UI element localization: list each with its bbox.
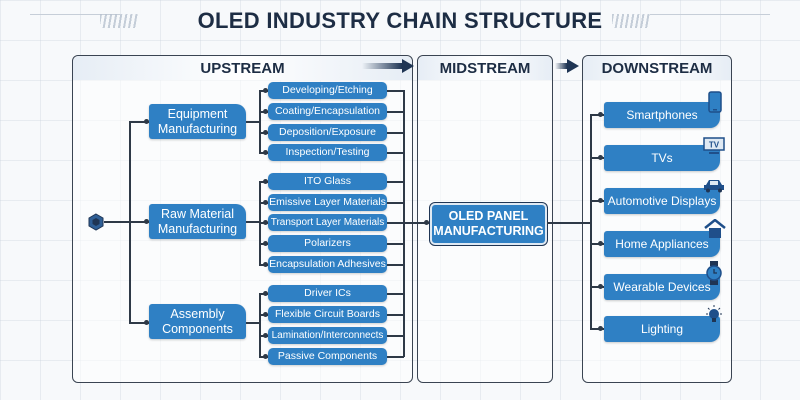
connector xyxy=(387,335,404,337)
connector xyxy=(387,202,404,204)
upstream-header: UPSTREAM xyxy=(73,56,412,80)
connector xyxy=(387,181,404,183)
title-rule-left xyxy=(30,14,120,15)
subitem-polarizers[interactable]: Polarizers xyxy=(268,235,387,252)
connector-dot xyxy=(598,112,603,117)
subitem-transport-layer-materials[interactable]: Transport Layer Materials xyxy=(268,214,387,231)
connector xyxy=(590,328,604,330)
connector xyxy=(387,90,404,92)
connector xyxy=(590,243,604,245)
connector xyxy=(246,221,260,223)
connector xyxy=(387,152,404,154)
connector xyxy=(129,322,149,324)
connector-dot xyxy=(424,220,429,225)
oled-panel-manufacturing-box[interactable]: OLED PANEL MANUFACTURING xyxy=(430,203,547,245)
arrow-head-icon xyxy=(567,59,579,73)
connector xyxy=(387,293,404,295)
title-decoration-left xyxy=(100,14,138,28)
downstream-tvs[interactable]: TVs xyxy=(604,145,720,171)
downstream-header: DOWNSTREAM xyxy=(583,56,731,80)
subitem-emissive-layer-materials[interactable]: Emissive Layer Materials xyxy=(268,194,387,211)
connector xyxy=(129,121,149,123)
subitem-developing-etching[interactable]: Developing/Etching xyxy=(268,82,387,99)
connector-to-downstream xyxy=(547,222,591,224)
connector-dot xyxy=(263,354,268,359)
arrow-head-icon xyxy=(402,59,414,73)
connector-dot xyxy=(144,320,149,325)
connector xyxy=(590,114,592,329)
connector xyxy=(387,314,404,316)
connector-dot xyxy=(598,198,603,203)
title-rule-right xyxy=(650,14,770,15)
svg-text:TV: TV xyxy=(709,141,720,150)
connector-dot xyxy=(144,219,149,224)
connector-dot xyxy=(263,179,268,184)
car-icon xyxy=(704,180,724,193)
connector-dot xyxy=(263,200,268,205)
downstream-smartphones[interactable]: Smartphones xyxy=(604,102,720,128)
subitem-driver-ics[interactable]: Driver ICs xyxy=(268,285,387,302)
connector xyxy=(590,157,604,159)
subitem-inspection-testing[interactable]: Inspection/Testing xyxy=(268,144,387,161)
connector-dot xyxy=(263,241,268,246)
category-assembly-components[interactable]: Assembly Components xyxy=(149,304,246,339)
connector-dot xyxy=(263,291,268,296)
connector xyxy=(259,293,261,356)
smartphone-icon xyxy=(708,91,722,113)
watch-icon xyxy=(706,261,722,285)
connector-dot xyxy=(263,109,268,114)
downstream-lighting[interactable]: Lighting xyxy=(604,316,720,342)
connector xyxy=(590,200,604,202)
category-raw-material-manufacturing[interactable]: Raw Material Manufacturing xyxy=(149,204,246,239)
connector xyxy=(387,243,404,245)
connector-dot xyxy=(263,333,268,338)
downstream-home-appliances[interactable]: Home Appliances xyxy=(604,231,720,257)
connector-dot xyxy=(263,262,268,267)
midstream-header: MIDSTREAM xyxy=(418,56,552,80)
connector xyxy=(259,90,261,153)
downstream-automotive-displays[interactable]: Automotive Displays xyxy=(604,188,720,214)
connector-dot xyxy=(263,312,268,317)
connector-dot xyxy=(263,220,268,225)
subitem-ito-glass[interactable]: ITO Glass xyxy=(268,173,387,190)
hexagon-icon xyxy=(88,213,104,231)
connector xyxy=(590,286,604,288)
tv-icon: TV xyxy=(703,137,725,154)
category-equipment-manufacturing[interactable]: Equipment Manufacturing xyxy=(149,104,246,139)
connector-dot xyxy=(263,150,268,155)
connector-to-midstream xyxy=(387,222,431,224)
title-decoration-right xyxy=(612,14,650,28)
subitem-coating-encapsulation[interactable]: Coating/Encapsulation xyxy=(268,103,387,120)
connector-dot xyxy=(144,119,149,124)
connector-dot xyxy=(598,155,603,160)
house-icon xyxy=(704,219,726,238)
connector xyxy=(387,132,404,134)
connector-dot xyxy=(263,130,268,135)
subitem-lamination-interconnects[interactable]: Lamination/Interconnects xyxy=(268,327,387,344)
connector-dot xyxy=(263,88,268,93)
page-title: OLED INDUSTRY CHAIN STRUCTURE xyxy=(197,8,603,33)
connector xyxy=(246,322,260,324)
subitem-deposition-exposure[interactable]: Deposition/Exposure xyxy=(268,124,387,141)
connector xyxy=(246,121,260,123)
connector xyxy=(387,264,404,266)
connector xyxy=(403,90,405,357)
subitem-flexible-circuit-boards[interactable]: Flexible Circuit Boards xyxy=(268,306,387,323)
subitem-passive-components[interactable]: Passive Components xyxy=(268,348,387,365)
connector xyxy=(129,121,131,323)
connector-dot xyxy=(598,241,603,246)
subitem-encapsulation-adhesives[interactable]: Encapsulation Adhesives xyxy=(268,256,387,273)
connector-dot xyxy=(598,284,603,289)
lightbulb-icon xyxy=(706,305,722,322)
downstream-wearable-devices[interactable]: Wearable Devices xyxy=(604,274,720,300)
connector xyxy=(387,111,404,113)
connector xyxy=(387,356,404,358)
connector-dot xyxy=(598,326,603,331)
connector xyxy=(590,114,604,116)
connector xyxy=(104,221,150,223)
